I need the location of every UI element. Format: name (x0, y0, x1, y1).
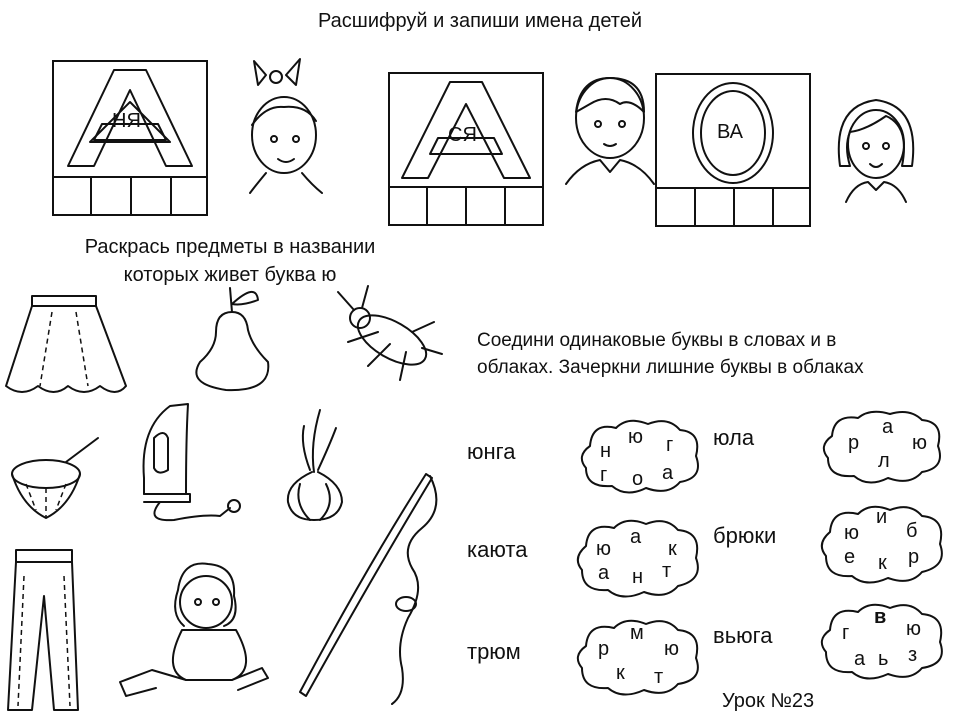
cloud-letter: р (908, 546, 920, 568)
word-tryum: трюм (467, 639, 521, 664)
cloud-letter: л (878, 450, 890, 472)
cloud-2-right: и ю б е к р (816, 502, 950, 588)
cloud-letter: е (844, 546, 856, 568)
task2-title-line1: Раскрась предметы в названии (84, 236, 376, 258)
cloud-letter: а (662, 462, 674, 484)
word-vyuga: вьюга (713, 623, 773, 648)
cloud-letter: р (598, 638, 610, 660)
cloud-letter: ю (596, 538, 611, 560)
cloud-letter: ю (906, 618, 921, 640)
letter-a-icon (401, 81, 531, 179)
cloud-1-right: а р ю л (818, 408, 948, 488)
cloud-letter: к (878, 552, 887, 574)
task3-title-line2: облаках. Зачеркни лишние буквы в облаках (477, 357, 864, 378)
cloud-letter: з (908, 644, 918, 666)
doll-image (119, 562, 269, 697)
cloud-letter: г (842, 622, 850, 644)
cloud-letter: н (632, 566, 644, 588)
cloud-letter: о (632, 468, 644, 490)
onion-image (286, 409, 343, 521)
word-yula: юла (713, 425, 755, 450)
cloud-letter: к (616, 662, 625, 684)
cloud-icon (820, 505, 943, 584)
cloud-letter: а (854, 648, 866, 670)
card-3-cells (657, 187, 809, 225)
cloud-letter: т (662, 560, 672, 582)
cloud-2-left: ю а к а н т (572, 516, 706, 602)
word-kayuta: каюта (467, 537, 528, 562)
cloud-icon (576, 519, 699, 598)
card-2-cells (390, 186, 542, 224)
letter-a-icon (67, 69, 193, 167)
pear-image (195, 287, 270, 392)
cloud-letter: ю (844, 522, 859, 544)
girl-bob-haircut-image (837, 99, 915, 203)
task2-title: Раскрась предметы в названии которых жив… (60, 233, 400, 289)
cloud-letter: р (848, 432, 860, 454)
beetle-image (337, 285, 443, 381)
skirt-image (5, 295, 127, 393)
cloud-icon (576, 619, 699, 696)
cloud-letter: ю (912, 432, 927, 454)
word-yunga: юнга (467, 439, 516, 464)
cloud-letter: а (598, 562, 610, 584)
cloud-icon (820, 603, 943, 680)
iron-image (142, 403, 241, 522)
cloud-letter: ю (628, 426, 643, 448)
card-2-syllable: СЯ (448, 124, 477, 146)
name-card-1: НЯ (52, 60, 208, 216)
card-3-syllable: ВА (717, 121, 744, 143)
cloud-1-left: н ю г г о а (576, 416, 706, 498)
task3-title-line1: Соедини одинаковые буквы в словах и в (477, 330, 837, 351)
cloud-3-right: в г ю а ь з (816, 600, 950, 684)
cloud-letter: г (666, 434, 674, 456)
cloud-letter: и (876, 506, 888, 528)
cloud-letter: а (630, 526, 642, 548)
card-1-cells (54, 176, 206, 214)
cloud-letter: н (600, 440, 612, 462)
girl-with-bow-image (249, 58, 323, 194)
jeans-image (7, 549, 79, 711)
word-bryuki: брюки (713, 523, 777, 548)
name-card-3: ВА (655, 73, 811, 227)
cloud-letter: ь (878, 648, 889, 670)
name-card-2: СЯ (388, 72, 544, 226)
spinning-top-image (11, 437, 99, 519)
cloud-letter: в (874, 606, 887, 628)
cloud-letter: а (882, 416, 894, 438)
cloud-letter: г (600, 464, 608, 486)
task1-title: Расшифруй и запиши имена детей (317, 10, 643, 32)
cloud-letter: ю (664, 638, 679, 660)
card-1-syllable: НЯ (112, 110, 141, 132)
cloud-letter: т (654, 666, 664, 688)
fishing-rod-image (299, 473, 438, 705)
cloud-icon (580, 419, 699, 494)
letter-o-icon (692, 82, 774, 184)
cloud-icon (822, 410, 941, 484)
task3-title: Соедини одинаковые буквы в словах и в об… (477, 327, 937, 381)
cloud-letter: к (668, 538, 677, 560)
boy-image (565, 77, 655, 185)
cloud-letter: б (906, 520, 918, 542)
lesson-number: Урок №23 (722, 690, 815, 712)
task2-title-line2: которых живет буква ю (123, 264, 337, 286)
cloud-letter: м (630, 622, 644, 644)
cloud-3-left: м р ю к т (572, 616, 706, 700)
